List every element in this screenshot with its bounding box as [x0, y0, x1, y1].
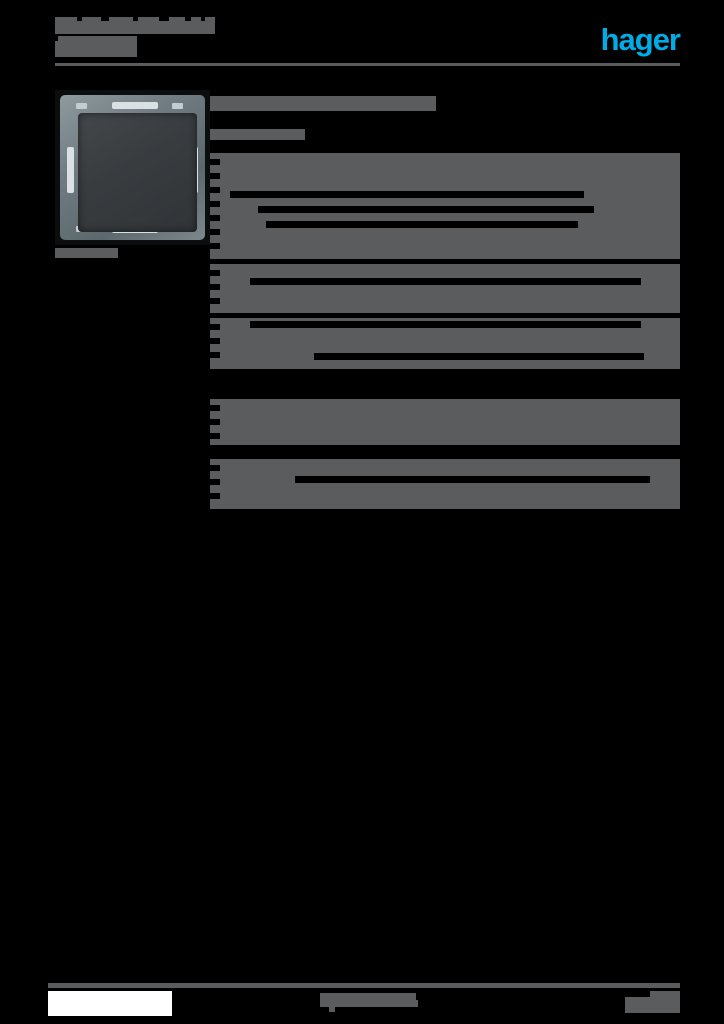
page-title — [55, 17, 225, 59]
spec-value — [250, 321, 641, 328]
footer-divider — [48, 983, 680, 988]
section-heading — [210, 96, 436, 111]
spec-label-notch — [210, 419, 220, 425]
page-title-line-1 — [55, 17, 215, 34]
frame-claw-top — [112, 102, 158, 109]
spec-value — [230, 191, 584, 198]
spec-label-notch — [210, 352, 220, 358]
centre-plate — [78, 113, 197, 232]
product-figure — [55, 90, 210, 258]
page-title-line-2 — [55, 36, 137, 57]
spec-label-notch — [210, 433, 220, 439]
spec-block-2 — [210, 264, 680, 313]
spec-block-5 — [210, 459, 680, 509]
spec-label-notch — [210, 173, 220, 179]
spec-label-notch — [210, 298, 220, 304]
hager-logo: hager — [600, 22, 681, 57]
content-column — [210, 0, 680, 1024]
header-divider — [55, 63, 680, 66]
footer-center-mark — [398, 1000, 418, 1007]
spec-label-notch — [210, 493, 220, 499]
figure-caption — [55, 248, 118, 258]
product-image — [55, 90, 210, 245]
spec-label-notch — [210, 187, 220, 193]
spec-label-notch — [210, 270, 220, 276]
spec-block-3 — [210, 318, 680, 369]
spec-value — [295, 476, 650, 483]
spec-label-notch — [210, 201, 220, 207]
spec-label-notch — [210, 465, 220, 471]
footer-center-mark — [329, 1007, 335, 1012]
spec-label-notch — [210, 215, 220, 221]
mounting-frame — [60, 95, 205, 240]
spec-value — [250, 278, 641, 285]
section-subheading — [210, 129, 305, 140]
spec-block-1 — [210, 153, 680, 259]
spec-label-notch — [210, 479, 220, 485]
spec-label-notch — [210, 405, 220, 411]
frame-corner-tab — [172, 103, 183, 109]
spec-label-notch — [210, 324, 220, 330]
footer-center-text — [320, 993, 416, 1007]
frame-corner-tab — [76, 103, 87, 109]
page-header: hager — [0, 0, 724, 72]
spec-label-notch — [210, 284, 220, 290]
footer-left-block — [48, 991, 172, 1016]
footer-page-number-notch — [625, 991, 650, 997]
spec-label-notch — [210, 338, 220, 344]
spec-value — [266, 221, 578, 228]
spec-block-4 — [210, 399, 680, 445]
frame-claw-left — [67, 147, 74, 193]
spec-label-notch — [210, 243, 220, 249]
spec-label-notch — [210, 159, 220, 165]
spec-label-notch — [210, 229, 220, 235]
spec-value — [314, 353, 644, 360]
spec-value — [258, 206, 594, 213]
